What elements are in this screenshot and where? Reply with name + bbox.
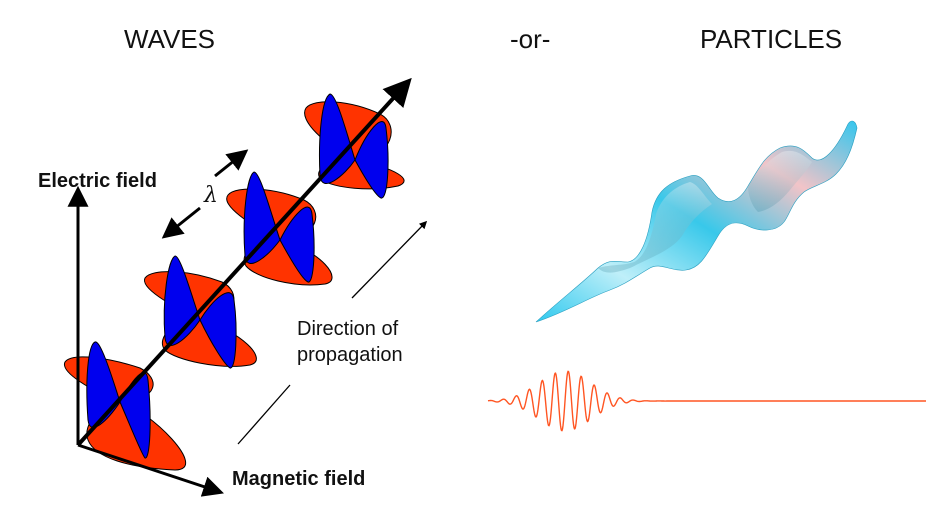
or-separator: -or- bbox=[510, 24, 551, 54]
electric-lobe-3a bbox=[243, 171, 281, 264]
electric-lobe-4a bbox=[319, 93, 356, 184]
ribbon-shading bbox=[748, 150, 812, 212]
wave-packet-ribbon bbox=[535, 120, 858, 323]
electric-lobe-3b bbox=[279, 206, 315, 283]
waves-title: WAVES bbox=[124, 24, 216, 54]
magnetic-field-axis bbox=[77, 443, 224, 497]
direction-label-line2: propagation bbox=[297, 344, 403, 366]
electric-lobe-4b bbox=[354, 121, 389, 199]
direction-of-propagation-label: Direction of propagation bbox=[297, 316, 403, 368]
wavelength-arrow-upper bbox=[214, 149, 249, 178]
direction-arrow-upper bbox=[351, 220, 428, 299]
electric-field-label: Electric field bbox=[38, 170, 157, 192]
electric-lobes-rendered bbox=[86, 93, 389, 459]
wavelength-label: λ bbox=[204, 183, 218, 208]
magnetic-field-label: Magnetic field bbox=[232, 468, 366, 490]
propagation-axis bbox=[76, 77, 412, 447]
direction-arrow-lower bbox=[237, 384, 291, 445]
em-wave bbox=[64, 77, 412, 471]
direction-label-line1: Direction of bbox=[297, 318, 399, 340]
particles-title: PARTICLES bbox=[700, 24, 843, 54]
electric-lobe-1b bbox=[119, 372, 151, 459]
ribbon-body bbox=[535, 120, 858, 323]
ribbon-shading bbox=[598, 182, 712, 273]
wavelength-arrow-lower bbox=[161, 206, 201, 239]
wave-packet-trace bbox=[487, 370, 926, 432]
electric-lobe-2b bbox=[199, 292, 237, 369]
